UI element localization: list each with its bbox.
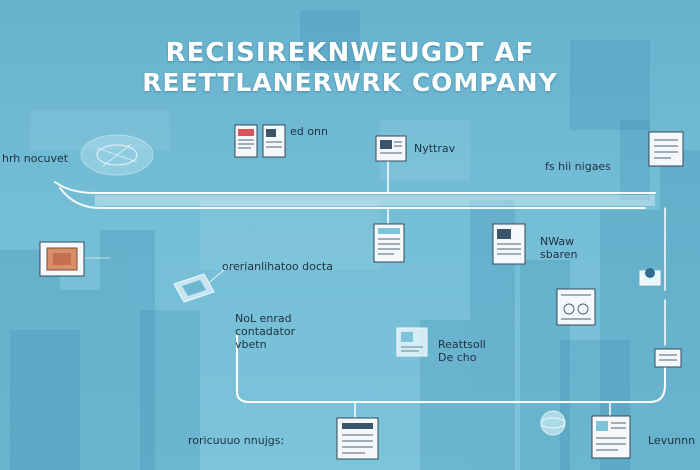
label-left-top: hrh nocuvet bbox=[2, 152, 69, 165]
document-stack-icon bbox=[234, 124, 286, 158]
location-pin-icon bbox=[639, 268, 661, 286]
document-icon bbox=[396, 327, 428, 357]
main-bar-top bbox=[54, 181, 656, 194]
chip-icon bbox=[39, 241, 85, 277]
document-icon bbox=[375, 135, 407, 162]
label-bottom-left: roricuuuo nnujgs: bbox=[188, 434, 285, 447]
main-bar-bottom bbox=[59, 187, 646, 209]
document-icon bbox=[654, 348, 682, 368]
label-bottom-right: Levunnn bbox=[648, 434, 696, 447]
main-bar-glow bbox=[95, 195, 655, 206]
lower-loop bbox=[236, 334, 666, 403]
document-icon bbox=[336, 417, 379, 460]
document-icon bbox=[648, 131, 684, 167]
label-doc-top-left: ed onn bbox=[290, 125, 328, 138]
diagram-title-line1: RECISIREKNWEUGDT AF bbox=[165, 38, 535, 68]
document-icon bbox=[373, 223, 405, 263]
label-right-mid: NWaw sbaren bbox=[540, 235, 578, 261]
sphere-icon bbox=[540, 410, 566, 436]
label-left-bottom: NoL enrad contadator vbetn bbox=[235, 312, 296, 351]
tablet-icon bbox=[173, 273, 215, 303]
document-icon bbox=[492, 223, 526, 265]
photo-document-icon bbox=[556, 288, 596, 326]
label-center-mid: orerianlihatoo docta bbox=[222, 260, 333, 273]
label-doc-top-center: Nyttrav bbox=[414, 142, 456, 155]
label-right-top: fs hii nigaes bbox=[545, 160, 611, 173]
diagram-title-line2: REETTLANERWRK COMPANY bbox=[142, 68, 558, 97]
document-icon bbox=[591, 415, 631, 459]
hologram-disc-icon bbox=[80, 134, 154, 176]
label-center-bottom: Reattsoll De cho bbox=[438, 338, 486, 364]
